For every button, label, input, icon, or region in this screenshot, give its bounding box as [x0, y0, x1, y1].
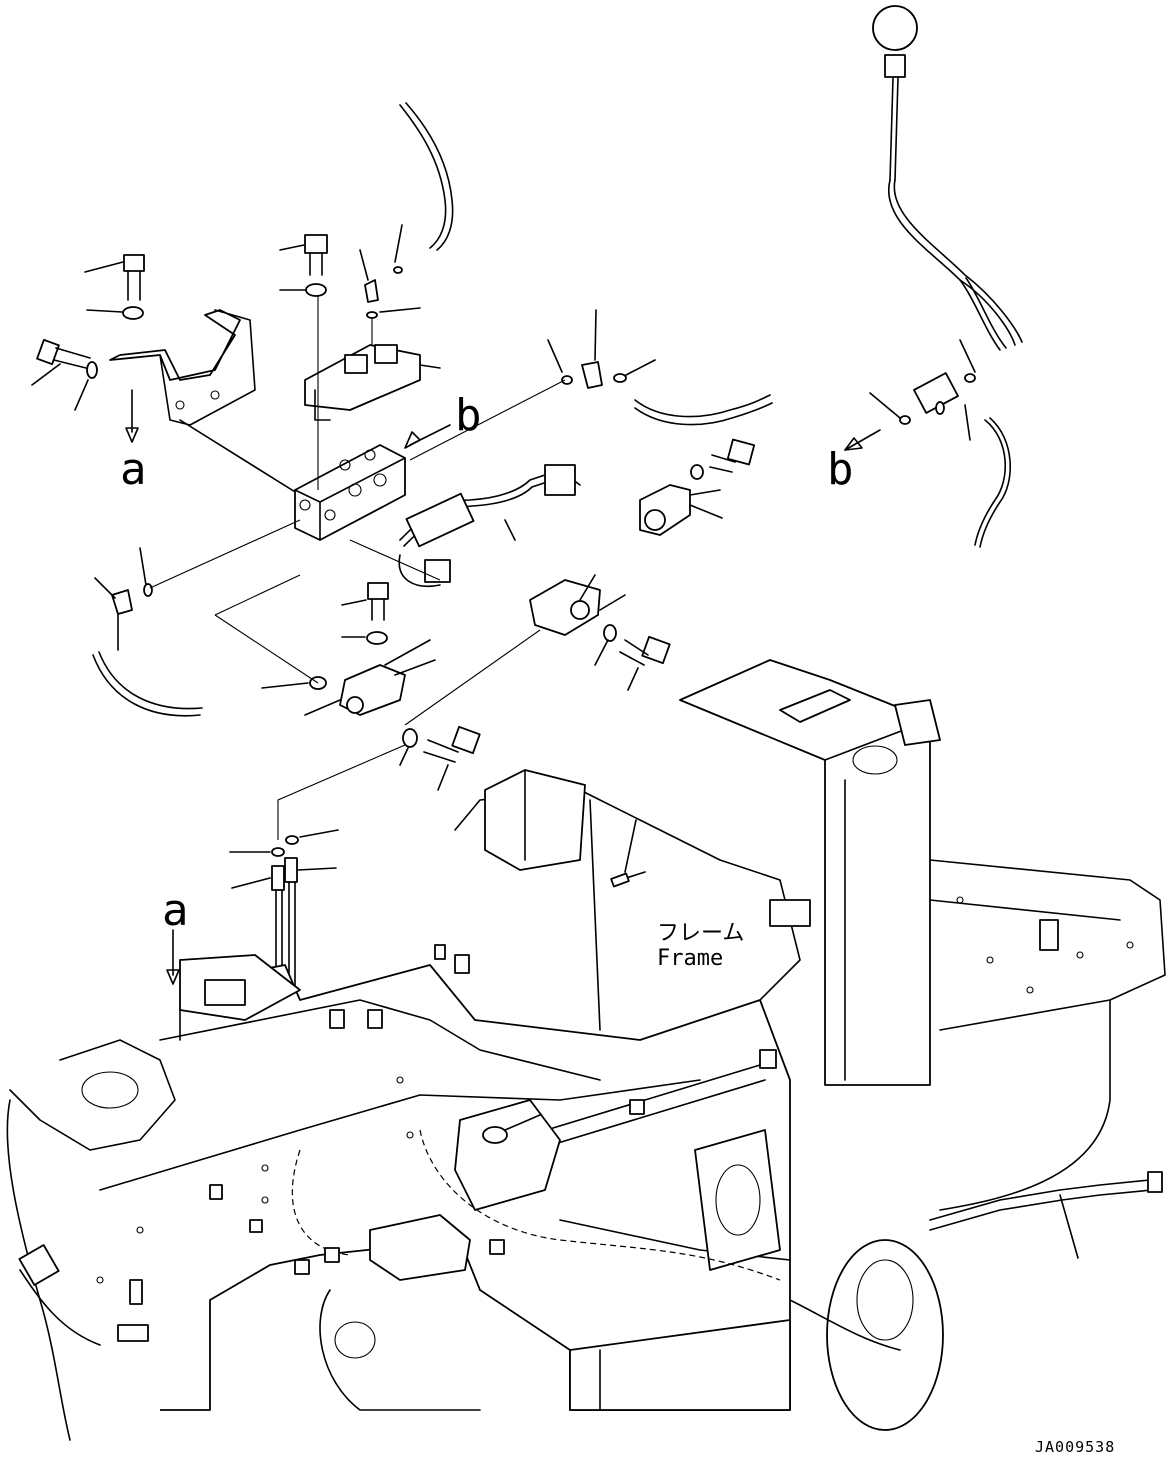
lever-knob-assembly: [872, 5, 1023, 351]
solenoid-valve-right: [639, 484, 723, 536]
valve-block: [294, 424, 451, 541]
hose-small: [610, 819, 646, 888]
callout-a-top: a: [120, 444, 147, 495]
callout-a-bottom: a: [162, 885, 189, 936]
elbow-fitting-right: [409, 309, 773, 461]
callout-b-right: b: [827, 444, 854, 495]
elbow-fitting-left: [92, 519, 301, 717]
frame-structure: [6, 659, 1166, 1441]
elbow-fitting-top: [359, 249, 421, 345]
upper-hose: [393, 102, 454, 274]
washer-left-1: [86, 306, 144, 320]
callout-b-center: b: [455, 390, 482, 441]
bolt-right-upper: [690, 438, 756, 480]
valve-middle: [214, 574, 436, 716]
bolt-left-1: [84, 254, 145, 301]
frame-label-jp: フレーム: [657, 921, 744, 946]
pedal-bracket: [109, 309, 301, 496]
solenoid-bracket: [304, 344, 441, 421]
bolt-lower-middle: [277, 725, 481, 840]
pressure-switch-b: [844, 339, 1012, 548]
valve-right-middle: [404, 574, 671, 726]
frame-label-en: Frame: [657, 946, 723, 971]
bolt-center-top: [279, 234, 328, 490]
drawing-code: JA009538: [1035, 1438, 1115, 1456]
bolt-left-2: [31, 338, 98, 411]
wire-harness-center: [349, 464, 581, 587]
